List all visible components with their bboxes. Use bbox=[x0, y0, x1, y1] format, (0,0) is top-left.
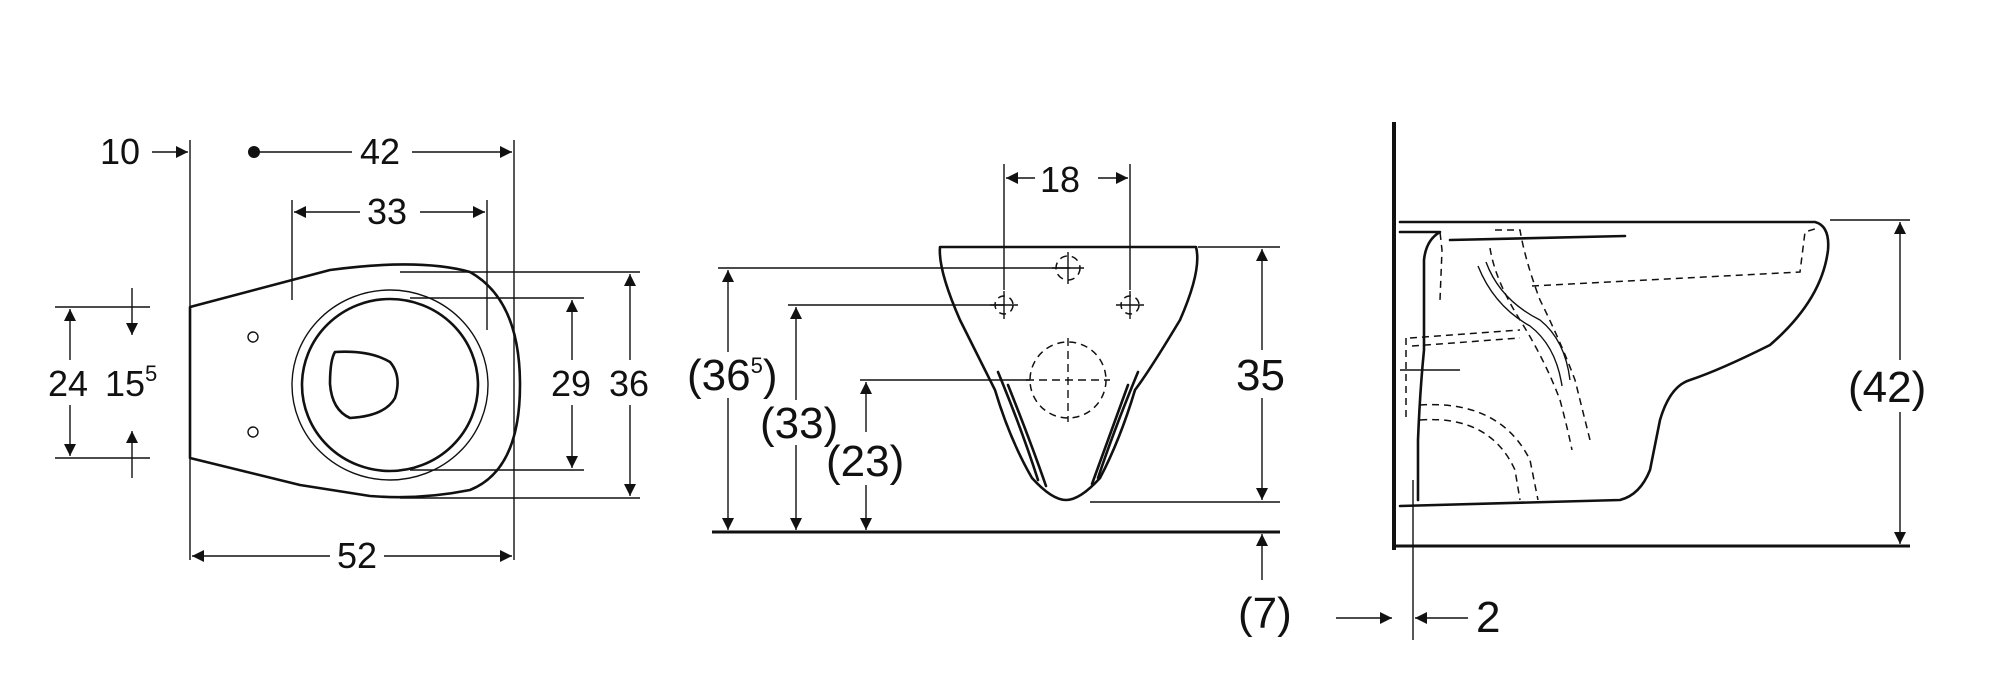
flush-pipe bbox=[1531, 227, 1819, 287]
dim-35-label: 35 bbox=[1236, 351, 1285, 400]
bowl-front-left-contour bbox=[996, 370, 1040, 482]
front-view: 18 (365) (33) (23) 35 (7) bbox=[687, 159, 1292, 638]
mounting-hole-bottom bbox=[247, 426, 259, 438]
dim-23-label: (23) bbox=[826, 437, 904, 486]
dim-29-label: 29 bbox=[551, 363, 591, 404]
bowl-front-left-contour-2 bbox=[1006, 383, 1048, 488]
bowl-front-right-contour bbox=[1096, 370, 1140, 480]
dim-42-label: 42 bbox=[360, 131, 400, 172]
rim-inner bbox=[300, 297, 480, 473]
dim-52-label: 52 bbox=[337, 535, 377, 576]
bowl-front-outline bbox=[938, 245, 1199, 502]
flush-channel-1 bbox=[1405, 231, 1443, 301]
trap-channel-1 bbox=[1409, 329, 1521, 339]
dim-24-label: 24 bbox=[48, 363, 88, 404]
flush-curve-b bbox=[1477, 265, 1563, 387]
trap-arc-1 bbox=[1419, 403, 1539, 501]
drain-outline bbox=[328, 350, 399, 420]
flush-channel-2 bbox=[1495, 229, 1591, 441]
rim-outer bbox=[291, 289, 489, 481]
bowl-side-outline bbox=[1398, 220, 1830, 508]
trap-channel-2 bbox=[1411, 337, 1521, 347]
bowl-plan-outline bbox=[188, 263, 522, 499]
dim-2-label: 2 bbox=[1476, 593, 1500, 642]
crosshair-right bbox=[1116, 291, 1144, 319]
dim-36-label: 36 bbox=[609, 363, 649, 404]
crosshair-left bbox=[990, 291, 1018, 319]
flush-channel-3 bbox=[1489, 247, 1573, 451]
dim-36-5-label: (365) bbox=[687, 351, 778, 400]
dim-33-label: (33) bbox=[760, 399, 838, 448]
dim-7-label: (7) bbox=[1238, 589, 1292, 638]
dim-42-side-label: (42) bbox=[1848, 363, 1926, 412]
plan-view: 10 42 33 24 155 29 36 52 bbox=[48, 131, 649, 576]
dim-18-label: 18 bbox=[1040, 159, 1080, 200]
dim-15-5-label: 155 bbox=[105, 361, 157, 404]
dim-10-label: 10 bbox=[100, 131, 140, 172]
side-view: (42) 2 bbox=[1336, 122, 1926, 642]
flush-curve-a bbox=[1485, 261, 1571, 381]
mounting-hole-top bbox=[247, 331, 259, 343]
bowl-front-right-contour-2 bbox=[1090, 383, 1130, 486]
crosshair-top-center bbox=[1052, 252, 1084, 284]
trap-arc-2 bbox=[1419, 418, 1521, 501]
outlet-circle bbox=[1026, 338, 1110, 422]
dim-33-label: 33 bbox=[367, 191, 407, 232]
inner-wall-contour bbox=[1398, 230, 1442, 502]
rim-contour bbox=[1448, 234, 1627, 242]
